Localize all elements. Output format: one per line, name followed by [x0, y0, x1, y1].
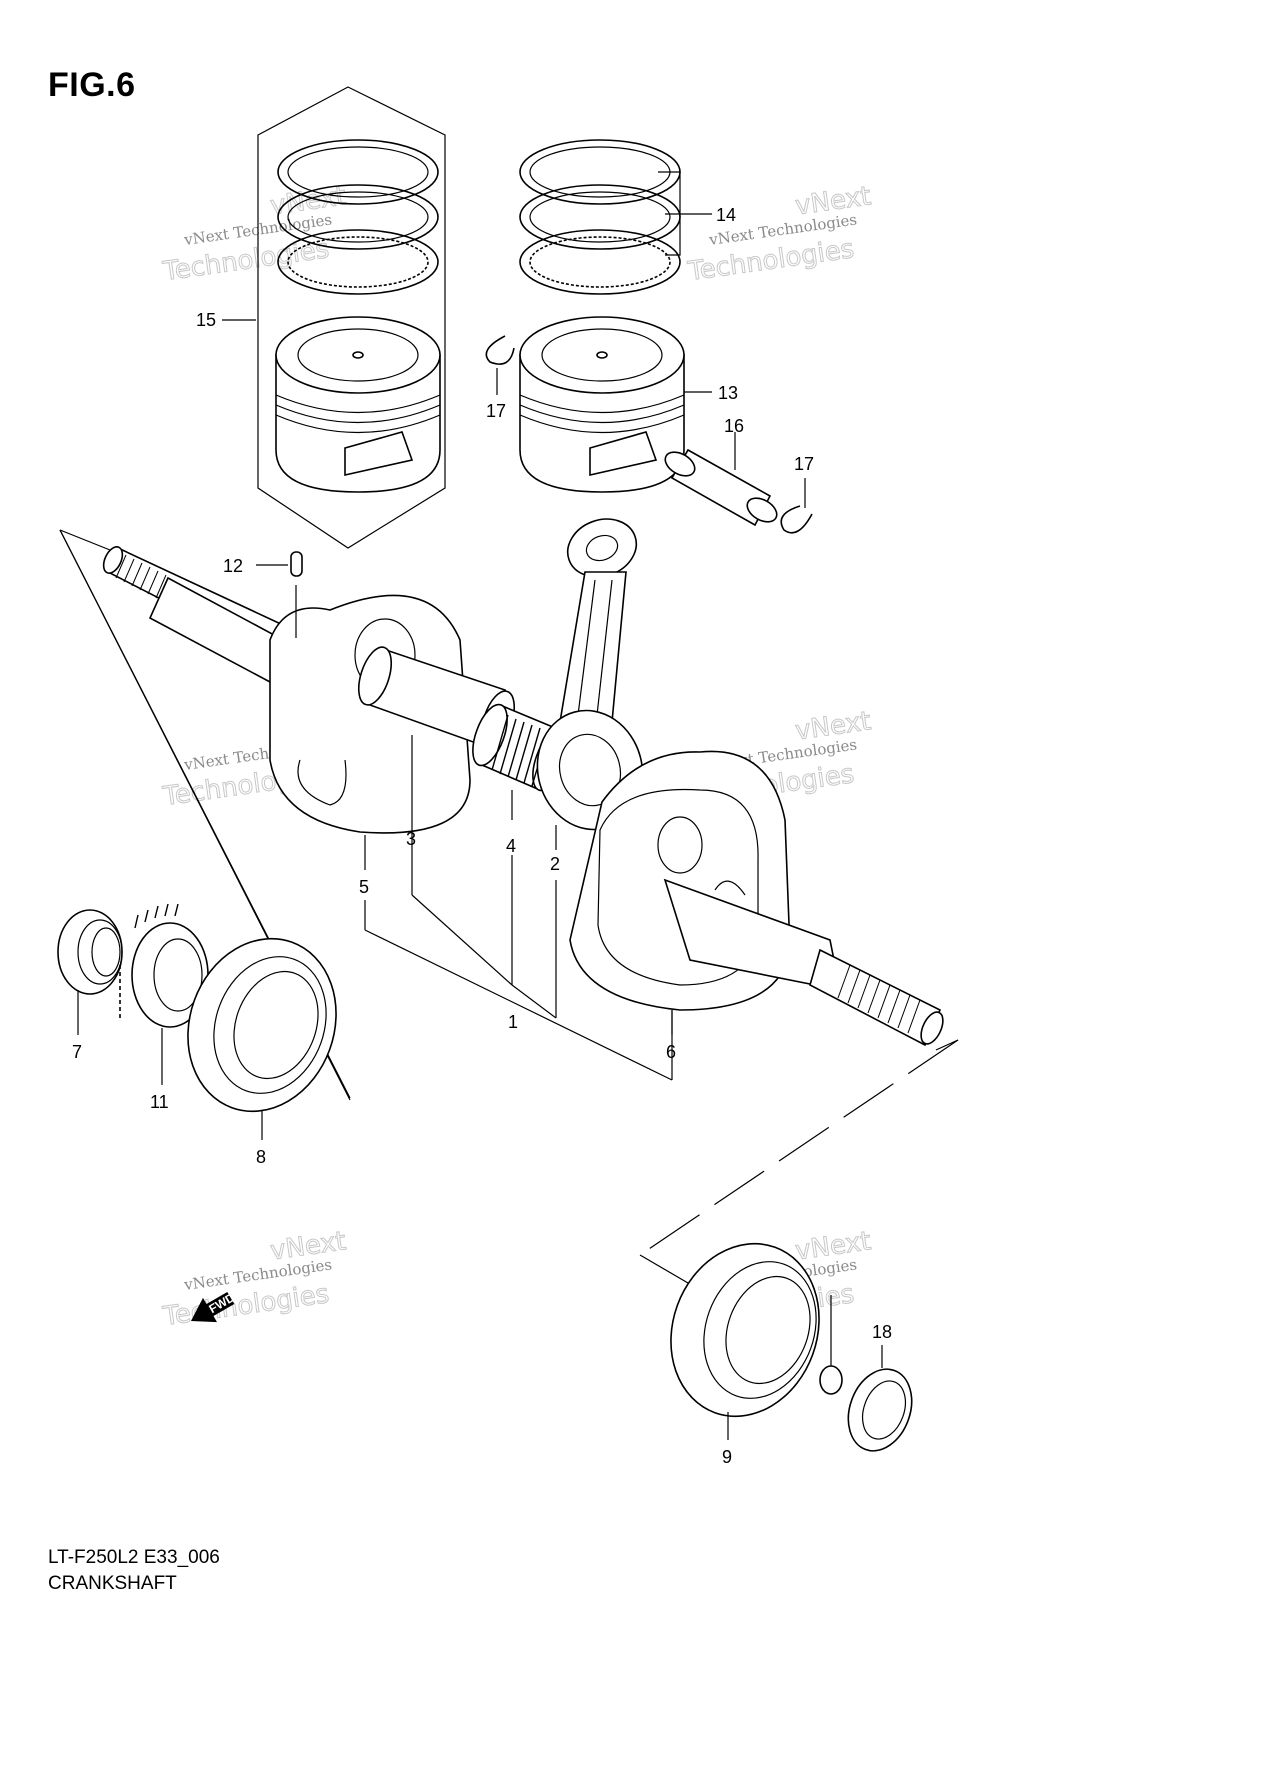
- callout-14[interactable]: 14: [716, 205, 736, 225]
- watermark-bottom-left: vNext vNext Technologies Technologies: [160, 1226, 348, 1333]
- watermark-top-right: vNext vNext Technologies Technologies: [685, 181, 873, 288]
- oil-seal-18[interactable]: [837, 1345, 922, 1460]
- leader-1-join: [511, 984, 557, 1019]
- callout-1[interactable]: 1: [508, 1012, 518, 1032]
- piston-15: [275, 316, 441, 493]
- diagram-name: CRANKSHAFT: [48, 1573, 177, 1594]
- piston-pin-circlip-17-left[interactable]: [485, 335, 515, 395]
- kit-frame: [257, 86, 446, 549]
- callout-2[interactable]: 2: [550, 854, 560, 874]
- callout-8[interactable]: 8: [256, 1147, 266, 1167]
- o-ring-10[interactable]: [819, 1295, 843, 1395]
- piston-kit-15[interactable]: [257, 86, 446, 549]
- crankshaft-left-5[interactable]: [100, 544, 673, 1081]
- callout-18[interactable]: 18: [872, 1322, 892, 1342]
- figure-title: FIG.6: [48, 66, 136, 104]
- callout-17-right[interactable]: 17: [794, 454, 814, 474]
- piston-pin-circlip-17-right[interactable]: [780, 478, 813, 534]
- callout-3[interactable]: 3: [406, 829, 416, 849]
- callout-6[interactable]: 6: [666, 1042, 676, 1062]
- piston-13[interactable]: [519, 316, 712, 493]
- assembly-frame-line: [935, 1039, 959, 1051]
- timing-gear-11[interactable]: [119, 903, 209, 1085]
- crankshaft-right-6[interactable]: [569, 750, 947, 1047]
- callout-11[interactable]: 11: [150, 1092, 169, 1112]
- piston-rings-15: [277, 139, 439, 295]
- piston-rings-14[interactable]: [519, 139, 712, 295]
- diagram-code: LT-F250L2 E33_006: [48, 1547, 220, 1568]
- crankshaft-bearing-8[interactable]: [164, 918, 360, 1140]
- watermark-top-left: vNext vNext Technologies Technologies: [160, 181, 348, 288]
- callout-15[interactable]: 15: [196, 310, 216, 330]
- piston-pin-16[interactable]: [661, 432, 781, 527]
- leader-6-frame: [364, 929, 673, 1081]
- callout-labels: 1 2 3 4 5 6 7 8 9 11 12 13 14 15 16 17 1…: [72, 205, 892, 1467]
- callout-4[interactable]: 4: [506, 836, 516, 856]
- callout-7[interactable]: 7: [72, 1042, 82, 1062]
- bearing-7[interactable]: [57, 909, 123, 1035]
- callout-9[interactable]: 9: [722, 1447, 732, 1467]
- woodruff-key-12[interactable]: [256, 551, 303, 638]
- leader-1-frame: [411, 894, 513, 986]
- callout-17-left[interactable]: 17: [486, 401, 506, 421]
- crankshaft-bearing-9[interactable]: [647, 1223, 843, 1440]
- callout-13[interactable]: 13: [718, 383, 738, 403]
- callout-16[interactable]: 16: [724, 416, 744, 436]
- assembly-frame-line: [639, 1039, 959, 1256]
- callout-5[interactable]: 5: [359, 877, 369, 897]
- callout-12[interactable]: 12: [223, 556, 243, 576]
